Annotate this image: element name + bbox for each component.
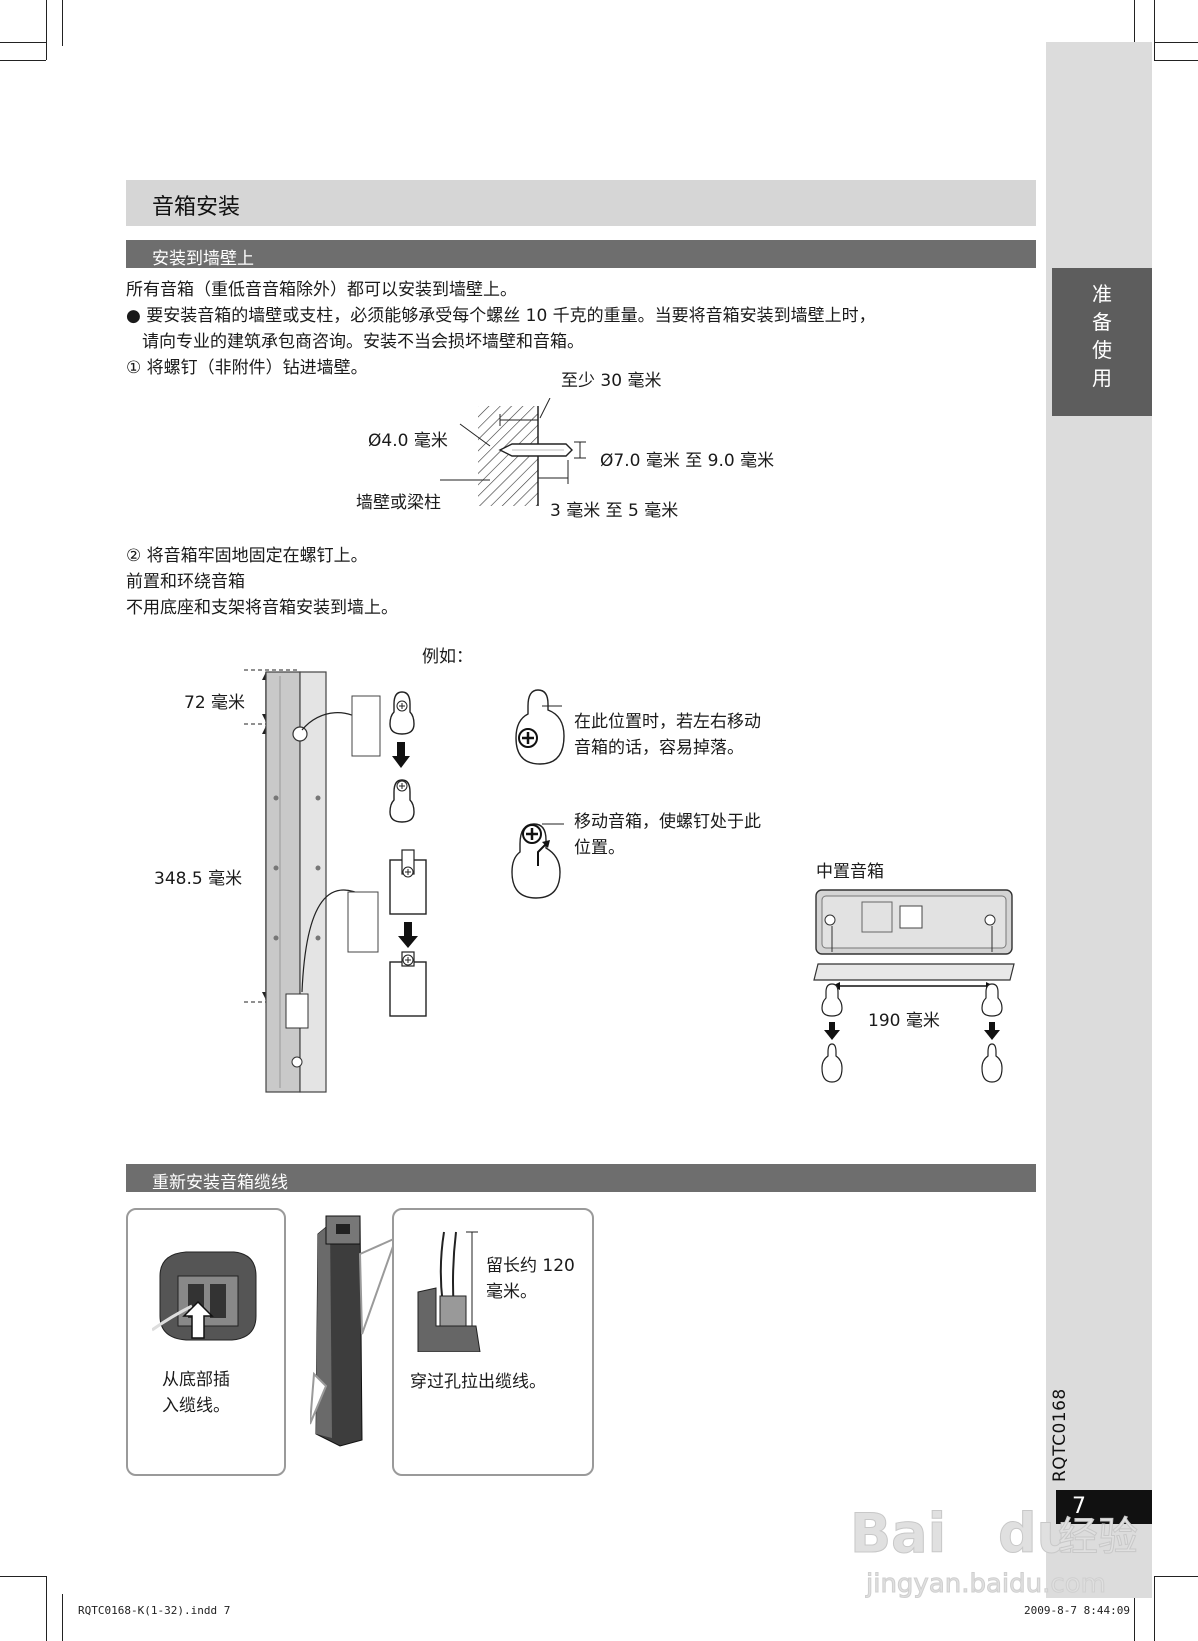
subsection-title: 安装到墙壁上 xyxy=(152,249,254,269)
center-speaker-diagram xyxy=(813,889,1015,1083)
bullet-line: 请向专业的建筑承包商咨询。安装不当会损坏墙壁和音箱。 xyxy=(142,332,584,352)
tall-speaker-illustration xyxy=(310,1215,398,1447)
terminal-plate xyxy=(285,993,309,1029)
document-code: RQTC0168 xyxy=(1050,1388,1070,1482)
pull-cable-text: 穿过孔拉出缆线。 xyxy=(410,1372,546,1392)
step-two: ② 将音箱牢固地固定在螺钉上。 xyxy=(126,546,368,566)
crop-mark xyxy=(1154,60,1198,61)
insert-cable-text: 入缆线。 xyxy=(162,1396,230,1416)
step-one: ① 将螺钉（非附件）钻进墙壁。 xyxy=(126,358,368,378)
shaft-diameter-label: Ø4.0 毫米 xyxy=(368,431,448,451)
front-surround-text: 不用底座和支架将音箱安装到墙上。 xyxy=(126,598,398,618)
min-depth-label: 至少 30 毫米 xyxy=(561,371,662,391)
move-instruction-line: 位置。 xyxy=(574,838,625,858)
leave-length-text: 毫米。 xyxy=(486,1282,537,1302)
center-speaker-heading: 中置音箱 xyxy=(816,862,884,882)
crop-mark xyxy=(1154,0,1155,60)
keyhole-correct-icon xyxy=(511,823,564,899)
bullet-line: ● 要安装音箱的墙壁或支柱，必须能够承受每个螺丝 10 千克的重量。当要将音箱安… xyxy=(126,306,876,326)
insert-cable-callout: 从底部插 入缆线。 xyxy=(126,1208,286,1476)
crop-mark xyxy=(0,60,46,61)
chapter-tab[interactable]: 准 备 使 用 xyxy=(1052,268,1152,416)
subsection-bar-recable: 重新安装音箱缆线 xyxy=(126,1164,1036,1193)
down-arrow-icon xyxy=(984,1030,1000,1040)
fall-warning-line: 在此位置时，若左右移动 xyxy=(574,712,761,732)
leave-length-text: 留长约 120 xyxy=(486,1256,575,1276)
keyhole-sequence xyxy=(389,691,427,1017)
section-title: 音箱安装 xyxy=(152,195,241,220)
watermark-brand: du xyxy=(998,1502,1075,1565)
intro-text: 所有音箱（重低音音箱除外）都可以安装到墙壁上。 xyxy=(126,280,517,300)
subsection-bar-wall: 安装到墙壁上 xyxy=(126,240,1036,269)
keyhole-warning-icon xyxy=(515,689,565,765)
down-arrow-icon xyxy=(398,936,418,948)
crop-mark xyxy=(46,0,47,60)
chapter-tab-char: 备 xyxy=(1092,310,1112,334)
baidu-watermark: Bai du 经验 jingyan.baidu.com xyxy=(850,1502,1139,1600)
screw-diagram xyxy=(440,398,586,506)
crop-mark xyxy=(1134,0,1135,46)
head-diameter-label: Ø7.0 毫米 至 9.0 毫米 xyxy=(600,451,775,471)
down-arrow-icon xyxy=(392,756,410,768)
gap-label: 3 毫米 至 5 毫米 xyxy=(550,501,679,521)
down-arrow-icon xyxy=(824,1030,840,1040)
hole-spacing-label: 348.5 毫米 xyxy=(154,869,243,889)
footer-date: 2009-8-7 8:44:09 xyxy=(1024,1604,1130,1617)
chapter-tab-char: 用 xyxy=(1092,366,1112,390)
crop-mark xyxy=(1154,1576,1155,1641)
front-surround-heading: 前置和环绕音箱 xyxy=(126,572,245,592)
section-title-bar: 音箱安装 xyxy=(126,180,1036,226)
up-arrow-icon xyxy=(182,1300,214,1339)
watermark-brand: Bai xyxy=(850,1502,946,1565)
cable-pull-illustration xyxy=(417,1231,481,1352)
example-label: 例如： xyxy=(422,647,473,667)
page-number: 7 xyxy=(1056,1490,1152,1524)
crop-mark xyxy=(1154,1576,1198,1577)
speaker-base-illustration xyxy=(152,1251,257,1341)
crop-mark xyxy=(46,1576,47,1641)
crop-mark xyxy=(1134,1594,1135,1641)
wall-label: 墙壁或梁柱 xyxy=(356,493,441,513)
tall-speaker-diagram xyxy=(244,669,381,1093)
crop-mark xyxy=(1154,42,1198,43)
watermark-url: jingyan.baidu.com xyxy=(865,1569,1106,1599)
crop-mark xyxy=(62,1594,63,1641)
footer-file: RQTC0168-K(1-32).indd 7 xyxy=(78,1604,231,1617)
top-offset-label: 72 毫米 xyxy=(184,693,246,713)
crop-mark xyxy=(62,0,63,46)
crop-mark xyxy=(0,42,46,43)
pull-cable-callout: 留长约 120 毫米。 穿过孔拉出缆线。 xyxy=(392,1208,594,1476)
chapter-tab-char: 准 xyxy=(1092,282,1112,306)
watermark-cn: 经验 xyxy=(1058,1514,1138,1560)
subsection-title: 重新安装音箱缆线 xyxy=(152,1173,288,1193)
fall-warning-line: 音箱的话，容易掉落。 xyxy=(574,738,744,758)
crop-mark xyxy=(0,1576,46,1577)
center-spacing-label: 190 毫米 xyxy=(868,1011,940,1031)
move-instruction-line: 移动音箱，使螺钉处于此 xyxy=(574,812,761,832)
insert-cable-text: 从底部插 xyxy=(162,1370,230,1390)
chapter-tab-char: 使 xyxy=(1092,338,1112,362)
